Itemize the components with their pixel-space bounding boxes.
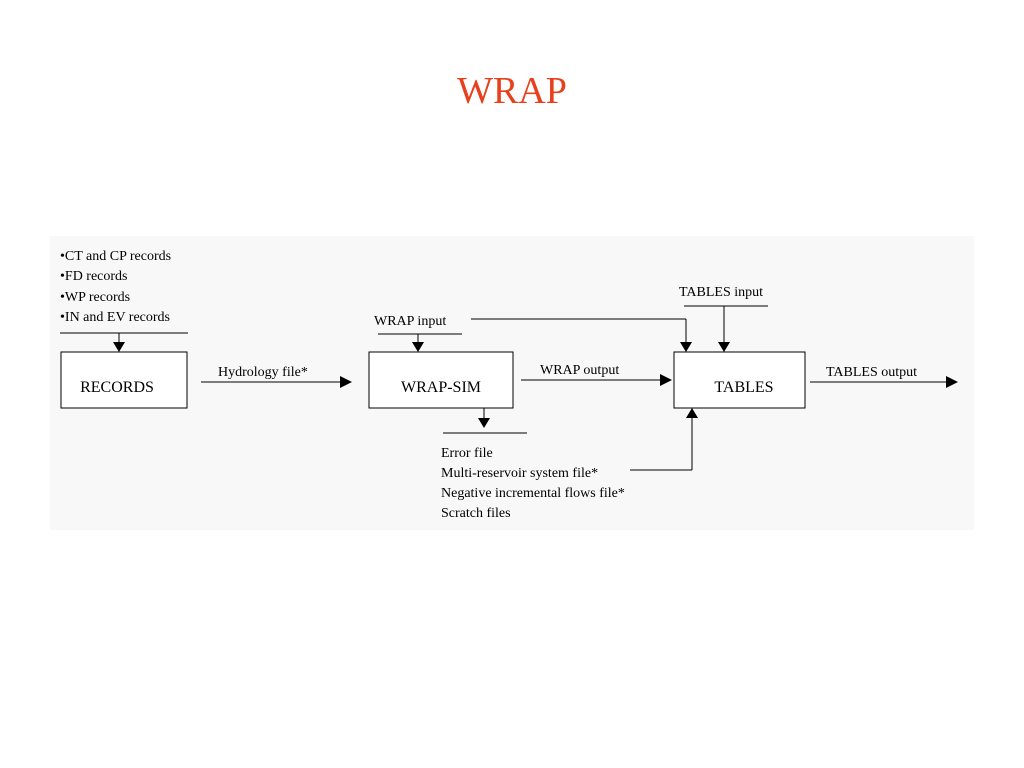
tables-box-label: TABLES (714, 379, 773, 396)
wrap-input-arrowhead (412, 342, 424, 352)
record-input-in-ev: •IN and EV records (60, 310, 170, 325)
record-input-wp: •WP records (60, 290, 130, 305)
tables-input-arrowhead (718, 342, 730, 352)
sim-output-scratch-files: Scratch files (441, 506, 511, 521)
hydrology-file-label: Hydrology file* (218, 365, 308, 380)
sim-output-negative-flows-file: Negative incremental flows file* (441, 486, 625, 501)
sim-output-error-file: Error file (441, 446, 493, 461)
wrap-sim-box (368, 351, 514, 409)
record-input-fd: •FD records (60, 269, 128, 284)
tables-box (673, 351, 806, 409)
wrap-output-label: WRAP output (540, 363, 619, 378)
multi-reservoir-to-tables-arrowhead (686, 408, 698, 418)
slide-title: WRAP (457, 70, 567, 112)
wrap-sim-box-label: WRAP-SIM (401, 379, 481, 396)
record-input-ct-cp: •CT and CP records (60, 249, 171, 264)
wrap-output-arrowhead (660, 374, 672, 386)
sim-output-arrowhead (478, 418, 490, 428)
hydrology-file-arrowhead (340, 376, 352, 388)
sim-output-file-list: Error file Multi-reservoir system file* … (441, 446, 625, 521)
records-input-arrowhead (113, 342, 125, 352)
wrap-input-to-tables-arrowhead (680, 342, 692, 352)
tables-input-label: TABLES input (679, 285, 763, 300)
tables-output-arrowhead (946, 376, 958, 388)
records-box (60, 351, 188, 409)
records-box-label: RECORDS (80, 379, 154, 396)
wrap-input-label: WRAP input (374, 314, 446, 329)
sim-output-multi-reservoir-file: Multi-reservoir system file* (441, 466, 598, 481)
record-input-list: •CT and CP records •FD records •WP recor… (60, 249, 171, 325)
tables-output-label: TABLES output (826, 365, 917, 380)
